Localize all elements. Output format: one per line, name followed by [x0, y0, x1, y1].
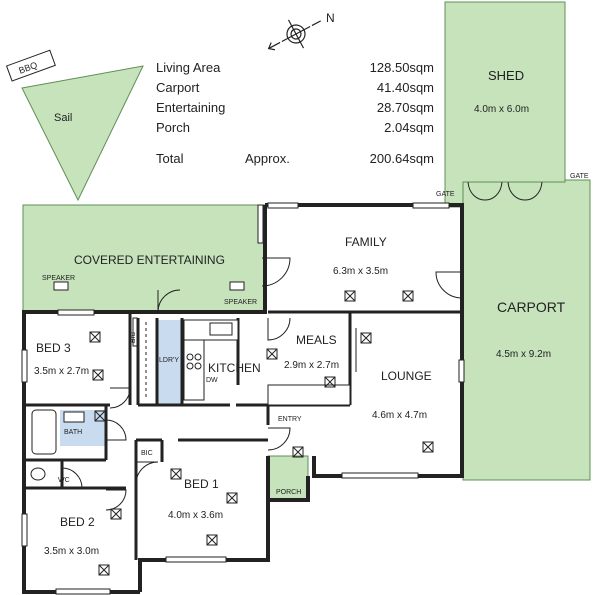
- compass-north-label: N: [326, 11, 335, 25]
- sail-label: Sail: [54, 112, 72, 124]
- porch-label: PORCH: [276, 489, 301, 496]
- area-label: Living Area: [156, 60, 221, 75]
- light-marker: [360, 332, 372, 344]
- sink-icon: [209, 322, 233, 336]
- kitchen-bench: [267, 384, 351, 406]
- meals-name: MEALS: [296, 333, 337, 347]
- light-marker: [98, 564, 110, 576]
- door-swings: [61, 181, 543, 511]
- lounge-dims: 4.6m x 4.7m: [372, 410, 427, 421]
- shed-area: [444, 1, 566, 208]
- light-marker-cross: [110, 508, 122, 520]
- area-value: 128.50sqm: [370, 60, 434, 75]
- light-marker-cross: [324, 376, 336, 388]
- speaker-right-label: SPEAKER: [224, 299, 257, 306]
- area-value: 41.40sqm: [377, 80, 434, 95]
- bed2-name: BED 2: [60, 515, 95, 529]
- laundry-area: [157, 320, 182, 404]
- total-value: 200.64sqm: [370, 151, 434, 166]
- sail-shade: [21, 65, 144, 202]
- shed-name: SHED: [488, 68, 524, 83]
- area-value: 2.04sqm: [384, 120, 434, 135]
- bbq-icon: [5, 49, 56, 82]
- light-marker-cross: [422, 441, 434, 453]
- speaker-left-label: SPEAKER: [42, 275, 75, 282]
- toilet-icon: [30, 467, 46, 481]
- covered-entertaining-area: [22, 204, 266, 313]
- wc-label: WC: [58, 477, 70, 484]
- carport-area: [462, 179, 591, 481]
- light-marker: [324, 376, 336, 388]
- area-label: Carport: [156, 80, 200, 95]
- covered-entertaining-label: COVERED ENTERTAINING: [74, 253, 225, 267]
- ldry-label: LDR'Y: [159, 357, 179, 364]
- gate-left-label: GATE: [436, 191, 455, 198]
- shed-dims: 4.0m x 6.0m: [474, 104, 529, 115]
- area-label: Entertaining: [156, 100, 225, 115]
- light-marker: [94, 410, 106, 422]
- light-marker-cross: [402, 290, 414, 302]
- light-marker: [226, 492, 238, 504]
- light-marker: [402, 290, 414, 302]
- family-dims: 6.3m x 3.5m: [333, 266, 388, 277]
- light-marker-cross: [292, 446, 304, 458]
- dw-label: DW: [206, 377, 218, 384]
- kitchen-name: KITCHEN: [208, 361, 261, 375]
- area-label: Porch: [156, 120, 190, 135]
- light-marker: [344, 290, 356, 302]
- gate-right-label: GATE: [570, 173, 589, 180]
- light-marker-cross: [206, 534, 218, 546]
- windows: [21, 202, 465, 595]
- bed2-dims: 3.5m x 3.0m: [44, 546, 99, 557]
- speaker-left-icon: [53, 281, 69, 291]
- area-value: 28.70sqm: [377, 100, 434, 115]
- speaker-right-icon: [229, 281, 245, 291]
- bed3-dims: 3.5m x 2.7m: [34, 366, 89, 377]
- light-marker-cross: [360, 332, 372, 344]
- light-marker-cross: [89, 331, 101, 343]
- bed1-name: BED 1: [184, 477, 219, 491]
- bir-label: BIR: [128, 332, 135, 344]
- light-marker: [266, 348, 278, 360]
- light-marker-cross: [226, 492, 238, 504]
- light-marker-cross: [266, 348, 278, 360]
- bed1-dims: 4.0m x 3.6m: [168, 510, 223, 521]
- cooktop-icon: [186, 353, 202, 370]
- total-label: Total: [156, 151, 184, 166]
- bed3-name: BED 3: [36, 341, 71, 355]
- light-marker: [110, 508, 122, 520]
- light-marker-cross: [98, 564, 110, 576]
- vanity-icon: [63, 411, 85, 423]
- light-marker-cross: [344, 290, 356, 302]
- total-approx: Approx.: [245, 151, 290, 166]
- bic-label: BIC: [141, 450, 153, 457]
- light-marker: [422, 441, 434, 453]
- carport-name: CARPORT: [497, 299, 566, 315]
- bathtub-icon: [31, 409, 57, 455]
- light-marker: [292, 446, 304, 458]
- lounge-name: LOUNGE: [381, 369, 432, 383]
- light-marker-cross: [92, 369, 104, 381]
- light-marker-cross: [94, 410, 106, 422]
- light-marker: [170, 468, 182, 480]
- kitchen-counter-side: [183, 339, 205, 401]
- light-marker: [206, 534, 218, 546]
- entry-label: ENTRY: [278, 416, 302, 423]
- compass-icon: [267, 19, 322, 51]
- light-marker: [89, 331, 101, 343]
- family-name: FAMILY: [345, 235, 387, 249]
- carport-dims: 4.5m x 9.2m: [496, 349, 551, 360]
- bath-label: BATH: [64, 429, 82, 436]
- light-marker-cross: [170, 468, 182, 480]
- meals-dims: 2.9m x 2.7m: [284, 360, 339, 371]
- light-marker: [92, 369, 104, 381]
- light-markers: [89, 290, 434, 576]
